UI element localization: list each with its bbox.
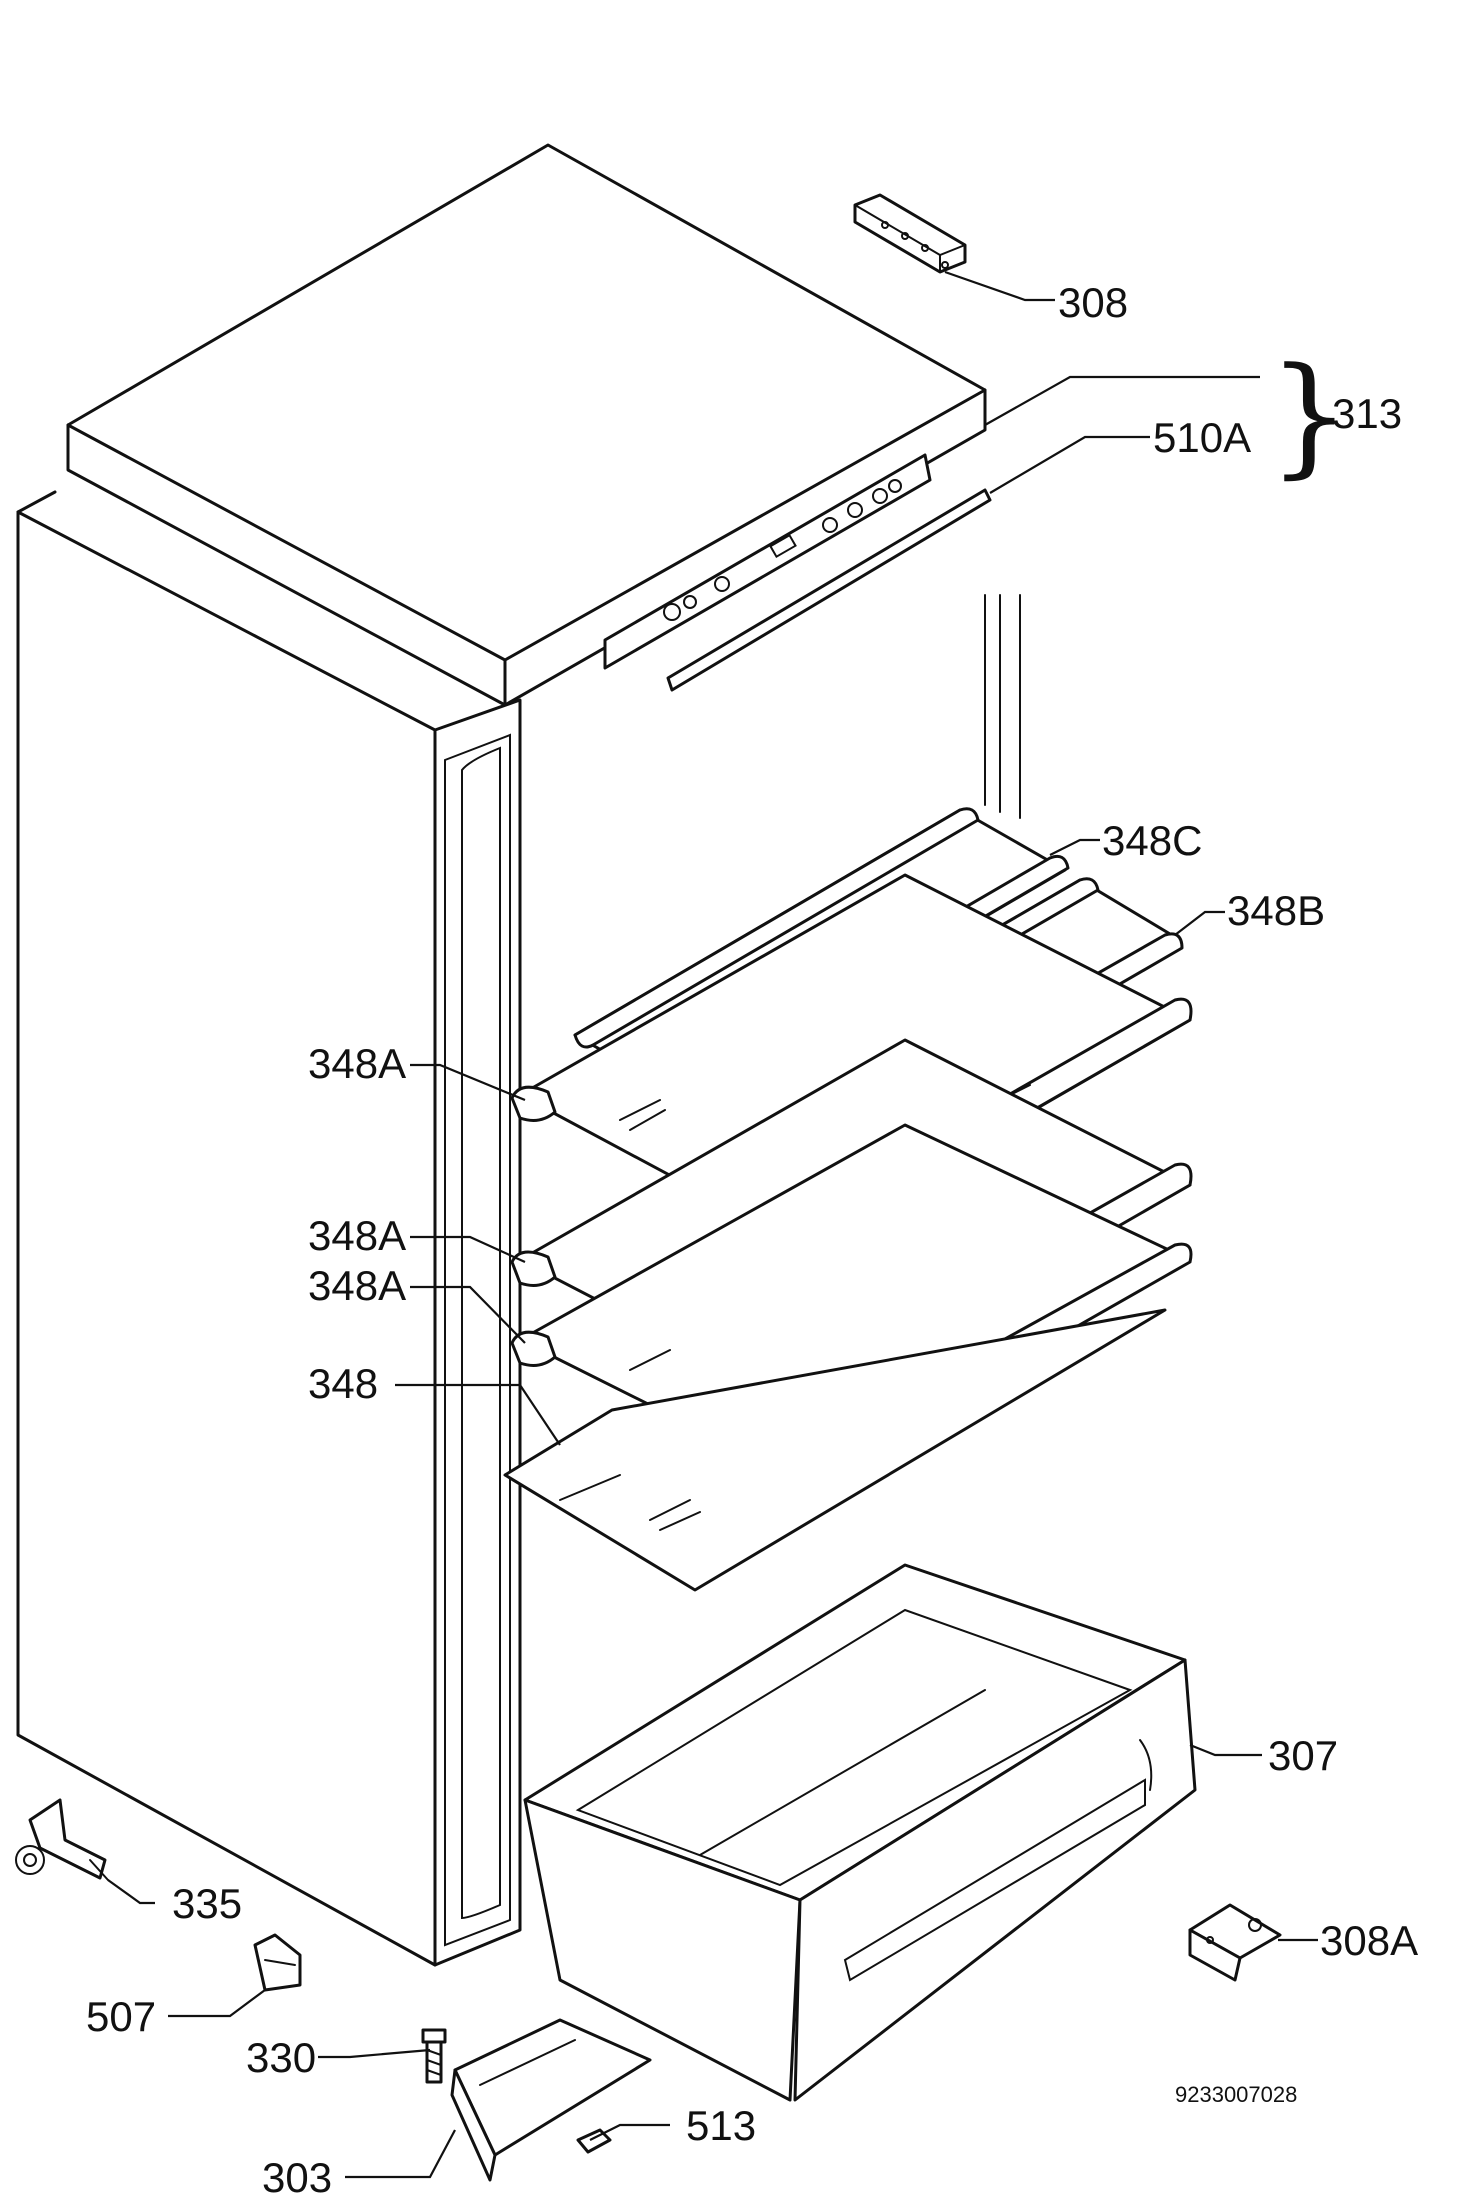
clip-507	[253, 1933, 302, 1992]
label-330: 330	[246, 2034, 316, 2081]
label-513: 513	[686, 2102, 756, 2149]
cabinet-body	[16, 490, 1021, 1967]
label-348: 348	[308, 1360, 378, 1407]
label-507: 507	[86, 1993, 156, 2040]
label-348a-1: 348A	[308, 1040, 406, 1087]
label-348a-2: 348A	[308, 1212, 406, 1259]
hinge-335	[15, 1798, 109, 1881]
part-labels: 308 } 313 510A 348C 348B 348A 348A 348A …	[86, 279, 1418, 2196]
light-cover-510a	[666, 488, 992, 692]
drawing-number: 9233007028	[1175, 2082, 1297, 2107]
label-308: 308	[1058, 279, 1128, 326]
shelf-348	[503, 1308, 1167, 1592]
label-308a: 308A	[1320, 1917, 1418, 1964]
label-335: 335	[172, 1880, 242, 1927]
label-303: 303	[262, 2154, 332, 2196]
label-348a-3: 348A	[308, 1262, 406, 1309]
screw-330	[421, 2028, 447, 2084]
hinge-308a	[1188, 1903, 1282, 1982]
leader-lines	[107, 270, 1318, 2179]
kick-plate-303	[450, 2018, 652, 2182]
label-510a: 510A	[1153, 414, 1251, 461]
label-313: 313	[1332, 390, 1402, 437]
part-513	[576, 2128, 612, 2154]
brace-313: }	[1268, 339, 1351, 491]
crisper-drawer-307	[523, 1563, 1197, 2102]
label-348b: 348B	[1227, 887, 1325, 934]
label-307: 307	[1268, 1732, 1338, 1779]
label-348c: 348C	[1102, 817, 1202, 864]
top-cover-313	[66, 143, 987, 707]
hinge-308	[853, 193, 967, 274]
